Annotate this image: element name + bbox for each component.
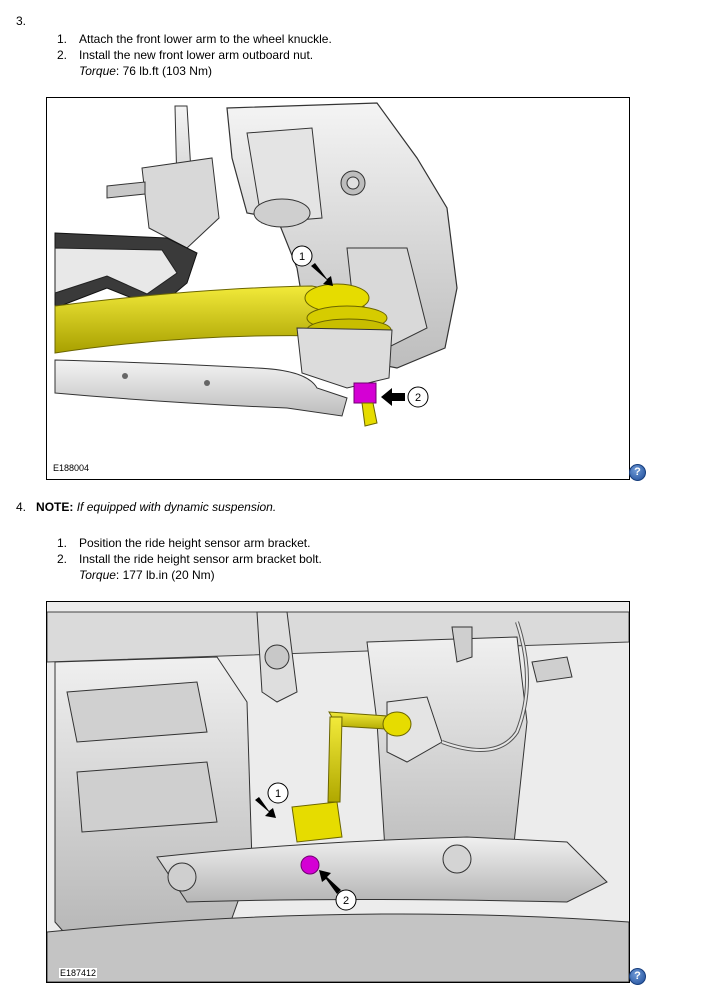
ride-height-sensor-illustration: 1 2	[47, 602, 629, 982]
step-4-torque-value: : 177 lb.in (20 Nm)	[115, 568, 215, 582]
note-label: NOTE:	[36, 500, 74, 514]
step-4-item-2-number: 2.	[57, 552, 68, 566]
help-icon[interactable]: ?	[629, 464, 646, 481]
figure-ride-height-sensor: 1 2 E187412	[46, 601, 630, 983]
step-3-item-1: 1. Attach the front lower arm to the whee…	[57, 32, 332, 46]
step-3-item-2: 2. Install the new front lower arm outboa…	[57, 48, 313, 62]
step-4-item-2: 2. Install the ride height sensor arm bra…	[57, 552, 322, 566]
callout-1-label: 1	[299, 251, 305, 263]
step-3-torque-value: : 76 lb.ft (103 Nm)	[115, 64, 212, 78]
step-3-item-2-text: Install the new front lower arm outboard…	[79, 48, 314, 62]
note-text: If equipped with dynamic suspension.	[76, 500, 277, 514]
step-3-number: 3.	[16, 14, 27, 28]
step-3-item-1-text: Attach the front lower arm to the wheel …	[79, 32, 332, 46]
step-4-item-2-text: Install the ride height sensor arm brack…	[79, 552, 322, 566]
step-4-torque-label: Torque	[79, 568, 116, 582]
step-4-torque: Torque: 177 lb.in (20 Nm)	[79, 568, 215, 582]
step-3-torque: Torque: 76 lb.ft (103 Nm)	[79, 64, 212, 78]
step-3-item-2-number: 2.	[57, 48, 68, 62]
help-icon-2[interactable]: ?	[629, 968, 646, 985]
step-4-item-1-number: 1.	[57, 536, 68, 550]
step-3-item-1-number: 1.	[57, 32, 68, 46]
figure-id: E188004	[53, 463, 90, 473]
step-4-item-1: 1. Position the ride height sensor arm br…	[57, 536, 310, 550]
step-4-item-1-text: Position the ride height sensor arm brac…	[79, 536, 311, 550]
figure-front-lower-arm: 1 2 E188004	[46, 97, 630, 480]
callout-2-label-fig2: 2	[343, 895, 349, 907]
callout-1-label-fig2: 1	[275, 788, 281, 800]
callout-2-label: 2	[415, 392, 421, 404]
step-4-number: 4.	[16, 500, 27, 514]
front-lower-arm-illustration: 1 2	[54, 102, 458, 427]
step-3-torque-label: Torque	[79, 64, 116, 78]
step-4-heading: 4. NOTE: If equipped with dynamic suspen…	[16, 500, 276, 514]
figure-id-2: E187412	[59, 968, 98, 978]
